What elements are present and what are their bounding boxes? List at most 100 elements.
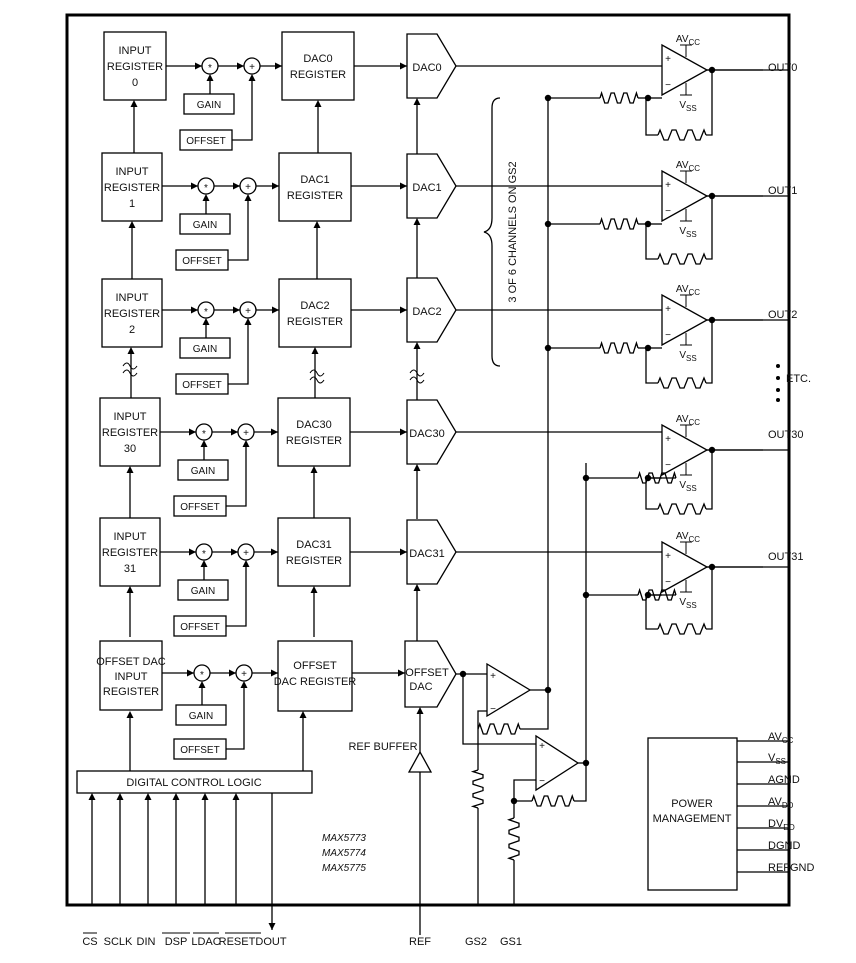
multiplier-node-symbol: * — [202, 549, 206, 560]
feedback-resistor — [657, 252, 707, 265]
pin-cs: CS — [82, 936, 97, 948]
part-number: MAX5775 — [322, 863, 366, 874]
label-main: DGND — [768, 840, 800, 852]
wire — [706, 567, 713, 630]
wire — [226, 688, 245, 750]
supply-positive-label: AVCC — [676, 34, 700, 47]
pin-ldac: LDAC — [191, 936, 220, 948]
arrowhead — [413, 218, 421, 225]
input-resistor — [599, 90, 639, 104]
gain-box — [177, 459, 229, 481]
arrowhead — [116, 793, 124, 800]
dac-converter-label: DAC1 — [412, 182, 441, 194]
label-main: V — [679, 226, 686, 237]
gain-box — [183, 93, 235, 115]
arrowhead — [244, 318, 252, 325]
dac-converter-1 — [406, 153, 457, 219]
input-register-index: 2 — [129, 324, 135, 336]
wire — [574, 763, 587, 802]
pin-dout: DOUT — [255, 936, 286, 948]
arrowhead — [229, 669, 236, 677]
wire — [226, 567, 247, 627]
input-register-label: INPUT — [116, 292, 149, 304]
dac-register-label: DAC31 — [296, 539, 331, 551]
label-subscript: SS — [686, 354, 697, 363]
break-symbol — [309, 369, 325, 377]
wire — [228, 201, 249, 261]
wire — [706, 70, 713, 136]
arrowhead — [130, 100, 138, 107]
feedback-resistor — [657, 376, 707, 389]
dac-register-label: DAC1 — [300, 174, 329, 186]
label-subscript: DD — [783, 823, 795, 832]
arrowhead — [126, 586, 134, 593]
label-subscript: SS — [775, 757, 786, 766]
arrowhead — [400, 182, 407, 190]
gain-box — [179, 213, 231, 235]
arrowhead — [248, 74, 256, 81]
label-subscript: DD — [782, 801, 794, 810]
digital-control-logic — [76, 770, 313, 794]
dac-converter-label: DAC2 — [412, 306, 441, 318]
arrowhead — [413, 342, 421, 349]
output-pin-label: OUT31 — [768, 551, 803, 563]
arrowhead — [400, 62, 407, 70]
offset-input-label: OFFSET DAC — [96, 656, 166, 668]
output-amplifier-3 — [661, 423, 709, 477]
supply-negative-label: VSS — [679, 100, 696, 113]
arrowhead — [413, 464, 421, 471]
offset-dac-register-label: DAC REGISTER — [274, 676, 357, 688]
reference-amplifier-1 — [486, 662, 532, 718]
etc-label: ETC. — [786, 373, 811, 385]
multiplier-node-symbol: * — [204, 183, 208, 194]
brace-label: 3 OF 6 CHANNELS ON GS2 — [507, 161, 519, 302]
arrowhead — [189, 548, 196, 556]
plus-sign: + — [665, 551, 671, 562]
power-pin-label: AGND — [768, 774, 800, 786]
output-amplifier-0 — [661, 43, 709, 97]
multiplier-node-symbol: * — [204, 307, 208, 318]
ellipsis-dot — [776, 364, 780, 368]
supply-negative-label: VSS — [679, 480, 696, 493]
arrowhead — [127, 347, 135, 354]
arrowhead — [172, 793, 180, 800]
arrowhead — [126, 466, 134, 473]
dac-register-label: REGISTER — [286, 555, 342, 567]
dac-register-label: REGISTER — [287, 316, 343, 328]
label-subscript: SS — [686, 104, 697, 113]
arrowhead — [191, 182, 198, 190]
dac-register-0 — [281, 31, 355, 101]
input-register-label: REGISTER — [107, 61, 163, 73]
minus-sign: − — [665, 330, 671, 341]
arrowhead — [272, 306, 279, 314]
arrowhead — [271, 669, 278, 677]
arrowhead — [126, 711, 134, 718]
adder-node-symbol: + — [245, 306, 251, 317]
wire — [706, 196, 713, 260]
offset-dac-converter — [404, 640, 457, 708]
wire — [520, 690, 549, 730]
dac-converter-label: DAC30 — [409, 428, 444, 440]
gain-label: GAIN — [189, 711, 213, 722]
arrowhead — [400, 428, 407, 436]
part-number: MAX5774 — [322, 848, 366, 859]
gain-label: GAIN — [191, 586, 215, 597]
label-main: DV — [768, 818, 784, 830]
arrowhead — [310, 466, 318, 473]
label-main: AV — [676, 160, 689, 171]
arrowhead — [233, 306, 240, 314]
input-resistor — [599, 216, 639, 230]
offset-dac-register — [277, 640, 353, 712]
label-main: REFGND — [768, 862, 815, 874]
power-pin-label: AVCC — [768, 731, 794, 745]
pin-ref: REF — [409, 936, 431, 948]
input-register-label: INPUT — [114, 531, 147, 543]
label-main: AV — [676, 284, 689, 295]
input-register-label: REGISTER — [102, 427, 158, 439]
dac-converter-3 — [406, 399, 457, 465]
gain-label: GAIN — [197, 100, 221, 111]
supply-negative-label: VSS — [679, 597, 696, 610]
label-main: V — [679, 480, 686, 491]
input-register-index: 30 — [124, 443, 136, 455]
offset-label: OFFSET — [186, 136, 225, 147]
